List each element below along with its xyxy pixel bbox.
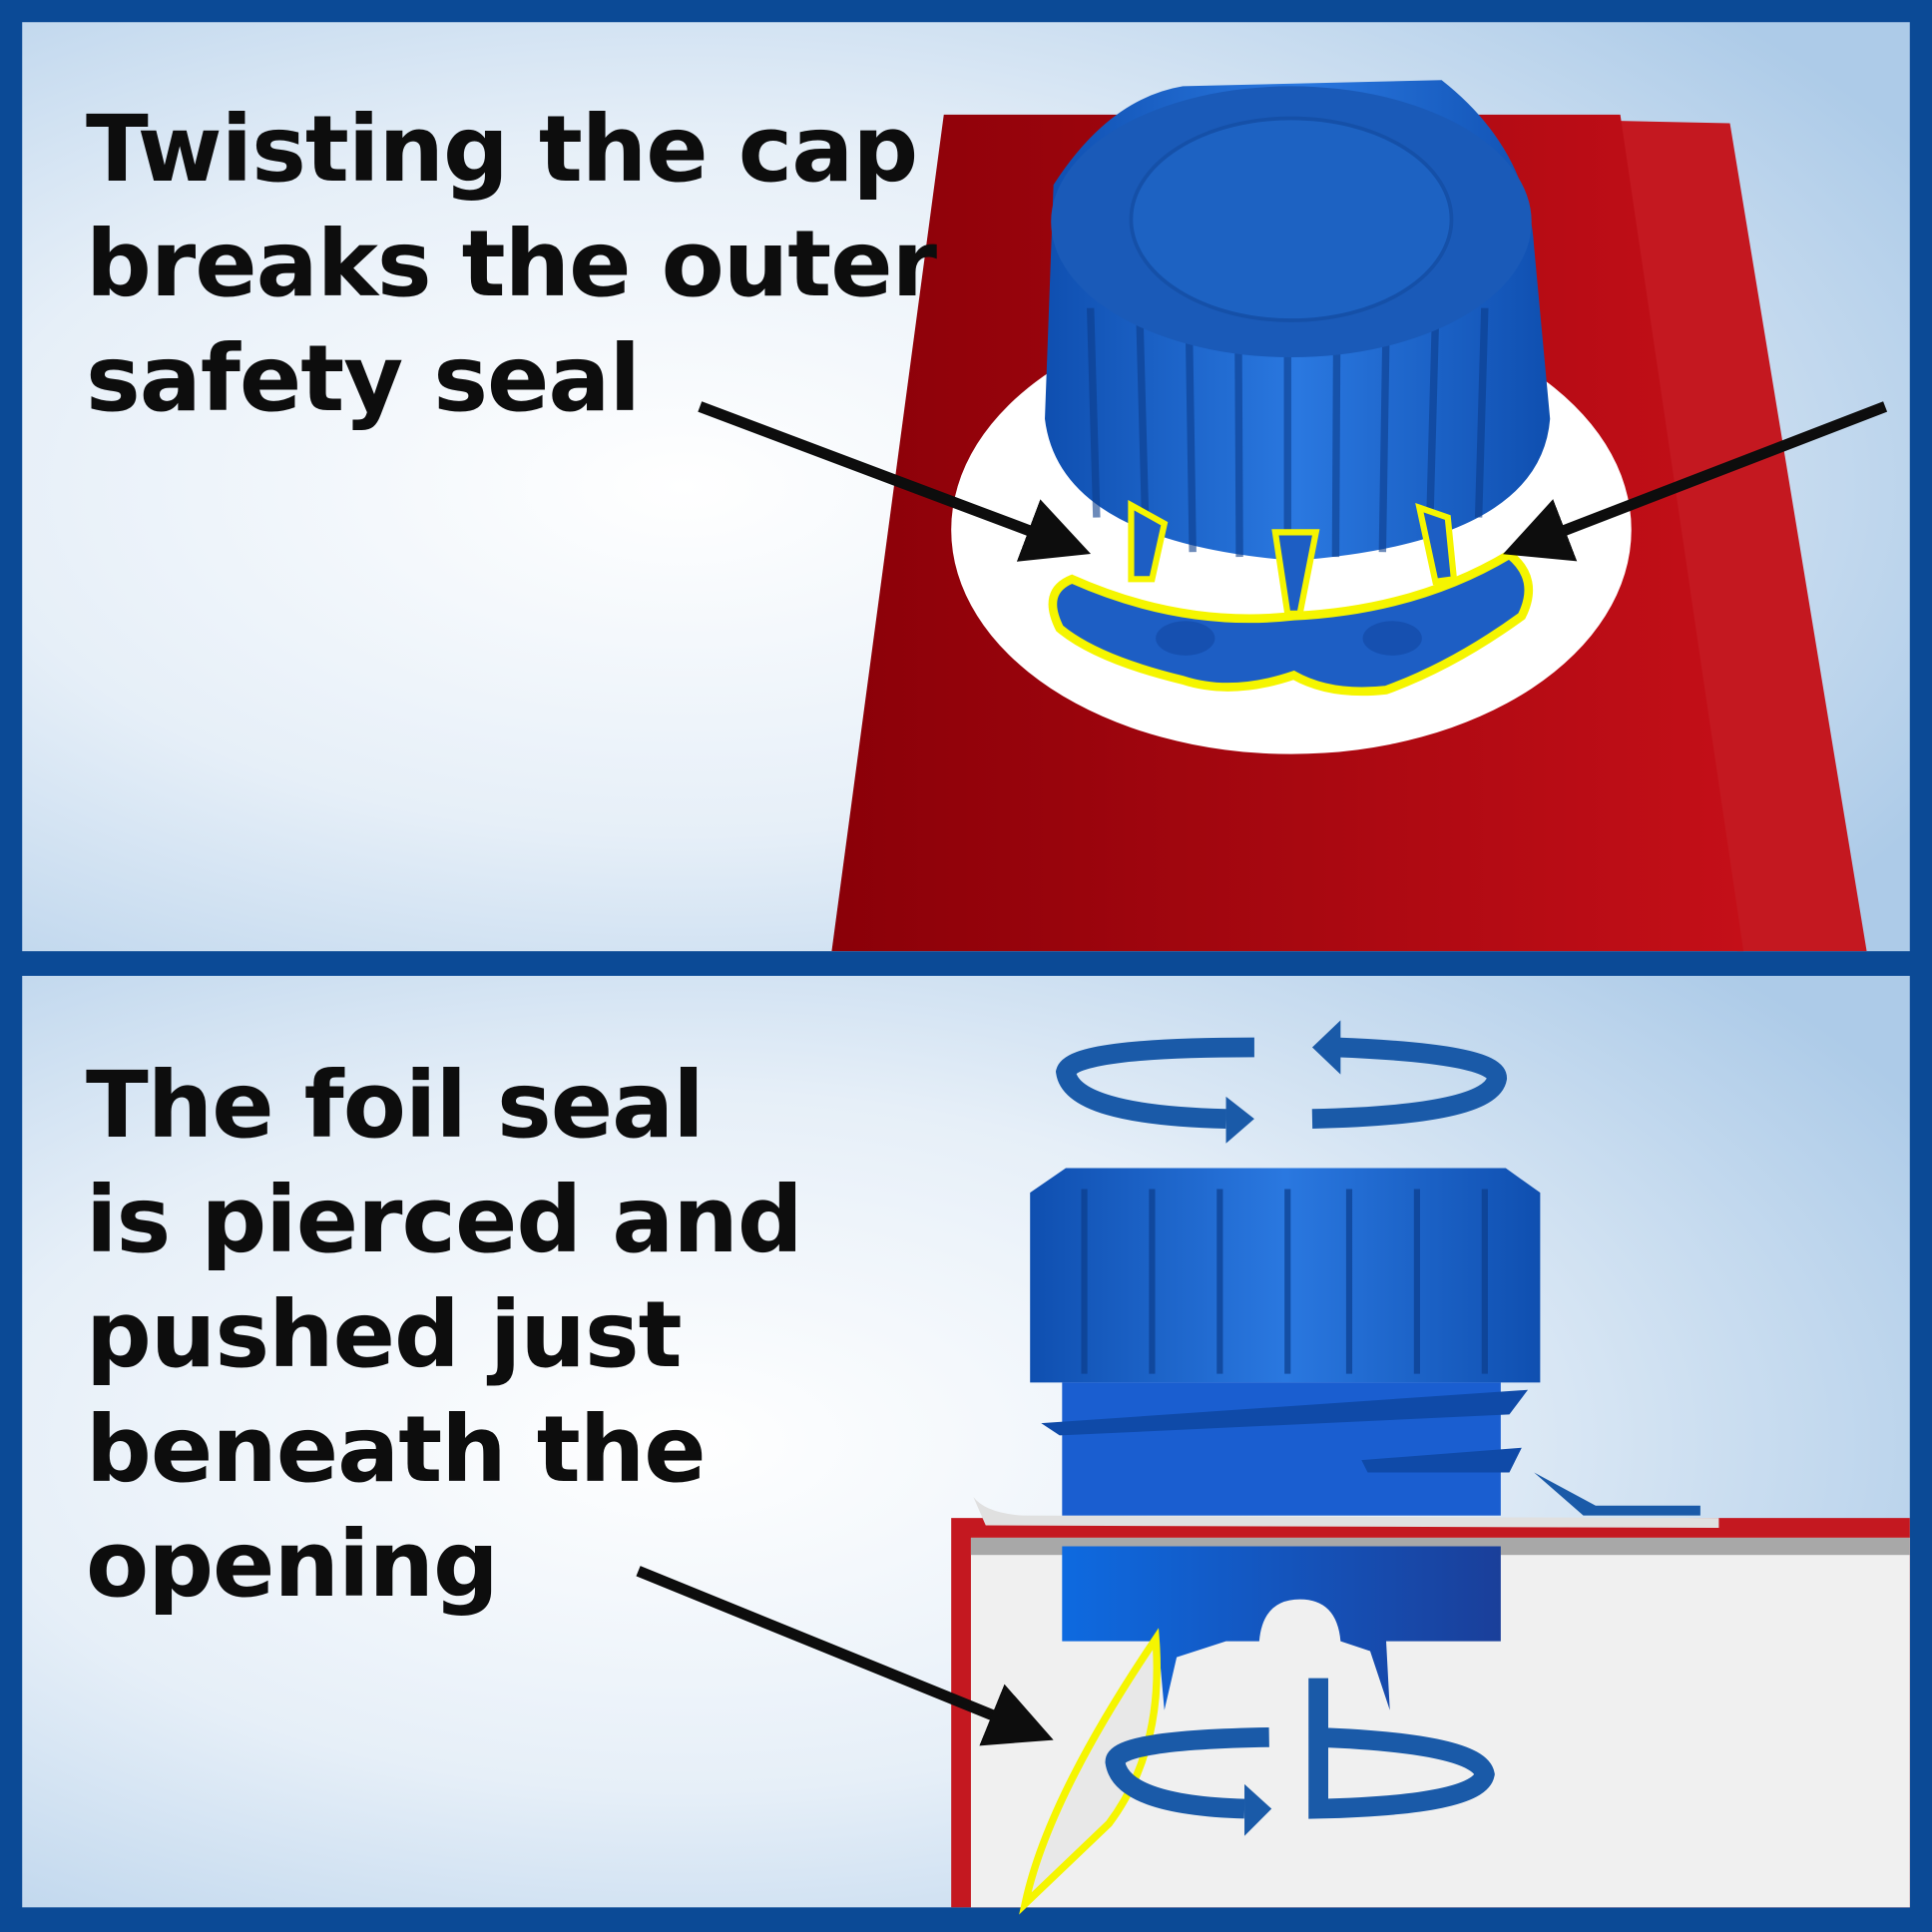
- arrow-right-pointer: [1503, 401, 1888, 562]
- rotation-arrowhead-icon: [1311, 1020, 1341, 1075]
- caption-top-panel: Twisting the cap breaks the outer safety…: [86, 92, 937, 436]
- caption-line: Twisting the cap: [86, 96, 918, 203]
- caption-bottom-panel: The foil seal is pierced and pushed just…: [86, 1048, 803, 1622]
- piercing-spout: [1062, 1546, 1501, 1710]
- caption-line: opening: [86, 1511, 499, 1618]
- safety-seal-ring: [1048, 499, 1534, 697]
- caption-line: breaks the outer: [86, 211, 937, 317]
- bottle-cap-side: [1030, 1168, 1700, 1516]
- rotation-arrowhead-icon: [1244, 1783, 1272, 1836]
- caption-line: pushed just: [86, 1281, 683, 1388]
- caption-line: is pierced and: [86, 1167, 803, 1273]
- arrow-foil-pointer: [636, 1566, 1054, 1746]
- rotation-arrows-top: [1055, 1037, 1508, 1129]
- pierced-foil-seal: [1019, 1628, 1162, 1915]
- caption-line: The foil seal: [86, 1052, 705, 1159]
- caption-line: safety seal: [86, 325, 641, 432]
- caption-line: beneath the: [86, 1396, 707, 1503]
- arrow-left-pointer: [698, 401, 1092, 562]
- rotation-arrowhead-icon: [1225, 1096, 1254, 1144]
- rotation-arrows-bottom: [1105, 1678, 1495, 1819]
- bottle-cap: [1045, 80, 1551, 561]
